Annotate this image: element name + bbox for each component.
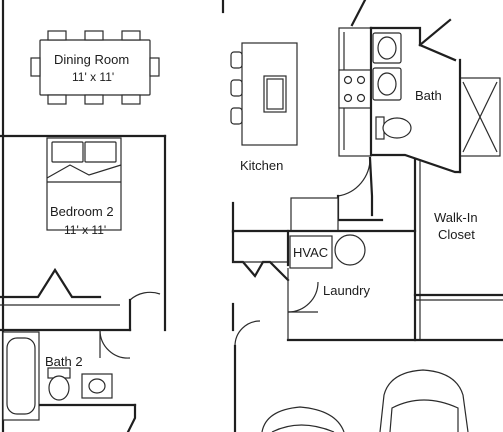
- dining-room-label: Dining Room: [54, 52, 129, 67]
- laundry-label: Laundry: [323, 283, 370, 298]
- dining-area: Dining Room 11' x 11': [1, 0, 160, 138]
- door-swing-icon: [234, 320, 261, 347]
- entry-area: [231, 302, 261, 432]
- sink-icon: [372, 32, 402, 64]
- kitchen-counter: [338, 0, 372, 157]
- bed-icon: [46, 137, 122, 231]
- bedroom-2-label: Bedroom 2: [50, 204, 114, 219]
- bath-label: Bath: [415, 88, 442, 103]
- car-icon: [379, 369, 469, 432]
- bath-area: Bath: [369, 18, 462, 174]
- kitchen-area: Kitchen: [221, 0, 298, 173]
- walk-in-closet-label-line1: Walk-In: [434, 210, 478, 225]
- kitchen-label: Kitchen: [240, 158, 283, 173]
- sink-icon: [81, 373, 113, 399]
- water-heater-icon: [334, 234, 366, 266]
- toilet-icon: [375, 116, 412, 140]
- tub-area: [458, 58, 501, 174]
- kitchen-island-icon: [230, 42, 298, 146]
- bedroom-2-dims: 11' x 11': [64, 223, 106, 237]
- toilet-icon: [47, 367, 71, 401]
- dining-room-dims: 11' x 11': [72, 70, 114, 84]
- bath-2-label: Bath 2: [45, 354, 83, 369]
- stove-icon: [338, 69, 372, 109]
- garage-area: [261, 369, 469, 432]
- sink-icon: [372, 67, 402, 101]
- bath-2-area: Bath 2: [0, 328, 137, 432]
- hvac-label: HVAC: [293, 245, 328, 260]
- bathtub-icon: [2, 331, 40, 421]
- door-swing-icon: [287, 281, 319, 313]
- dining-table-icon: [30, 30, 160, 105]
- hallway-area: HVAC Laundry: [231, 156, 417, 340]
- walk-in-closet-label-line2: Closet: [438, 227, 475, 242]
- door-swing-icon: [337, 157, 371, 197]
- car-icon: [261, 406, 345, 432]
- door-swing-icon: [129, 291, 161, 301]
- hvac-unit: [289, 235, 333, 269]
- door-swing-icon: [99, 329, 131, 359]
- walk-in-closet: Walk-In Closet: [286, 158, 503, 342]
